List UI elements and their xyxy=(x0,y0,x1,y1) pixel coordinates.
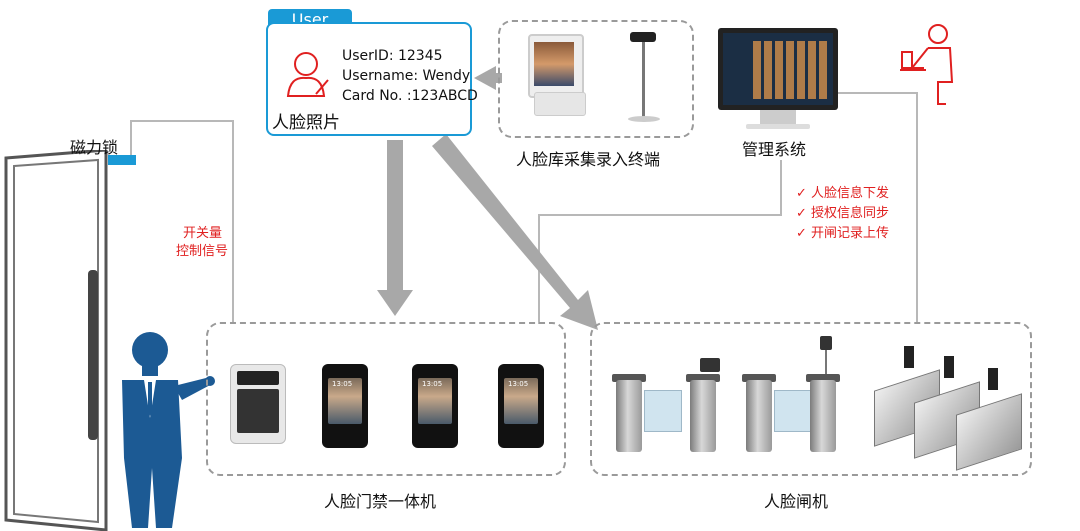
switch-signal-label-2: 控制信号 xyxy=(176,244,229,259)
line-monitor-right xyxy=(838,92,918,94)
line-lock-vertical xyxy=(130,120,132,158)
access-terminal-2: 13:05 xyxy=(322,364,368,448)
enrollment-kiosk xyxy=(524,34,586,120)
access-terminal-1 xyxy=(230,364,286,444)
access-terminal-label: 人脸门禁一体机 xyxy=(324,492,437,511)
line-lock-to-right xyxy=(130,120,234,122)
enrollment-terminal-label: 人脸库采集录入终端 xyxy=(516,150,661,169)
check-icon: ✓ xyxy=(796,206,807,221)
user-card: UserID: 12345 Username: Wendy Card No. :… xyxy=(266,22,478,136)
line-lock-down xyxy=(232,120,234,322)
person-icon xyxy=(122,332,215,528)
access-terminal-group: 13:05 13:05 13:05 xyxy=(206,322,566,476)
enrollment-terminal-group xyxy=(498,20,694,138)
access-terminal-4: 13:05 xyxy=(498,364,544,448)
face-gate-label: 人脸闸机 xyxy=(764,492,829,511)
feature-item: ✓ 人脸信息下发 xyxy=(796,186,890,201)
gate-2 xyxy=(742,336,852,454)
line-monitor-right-down xyxy=(916,92,918,324)
photo-label: 人脸照片 xyxy=(272,113,340,133)
feature-list: ✓ 人脸信息下发 ✓ 授权信息同步 ✓ 开闸记录上传 xyxy=(796,182,889,242)
check-icon: ✓ xyxy=(796,186,807,201)
user-id: UserID: 12345 xyxy=(342,48,443,64)
user-photo-icon xyxy=(286,52,329,97)
management-system-label: 管理系统 xyxy=(742,140,807,159)
access-terminal-3: 13:05 xyxy=(412,364,458,448)
face-gate-group xyxy=(590,322,1032,476)
feature-item: ✓ 授权信息同步 xyxy=(796,206,890,221)
switch-signal-label-1: 开关量 xyxy=(183,226,223,241)
management-monitor xyxy=(718,28,838,110)
feature-item: ✓ 开闸记录上传 xyxy=(796,226,890,241)
enrollment-camera-stand xyxy=(624,32,664,126)
operator-icon xyxy=(900,24,954,105)
magnetic-lock-block xyxy=(108,155,136,165)
door-icon xyxy=(4,150,108,531)
monitor-base xyxy=(746,124,810,129)
line-system-left xyxy=(538,214,782,216)
gate-1 xyxy=(612,354,722,454)
monitor-stand xyxy=(760,110,796,126)
card-no: Card No. :123ABCD xyxy=(342,88,478,104)
username: Username: Wendy xyxy=(342,68,471,84)
gate-3 xyxy=(870,344,1030,471)
check-icon: ✓ xyxy=(796,226,807,241)
line-system-down xyxy=(780,160,782,215)
magnetic-lock-label: 磁力锁 xyxy=(70,138,119,157)
